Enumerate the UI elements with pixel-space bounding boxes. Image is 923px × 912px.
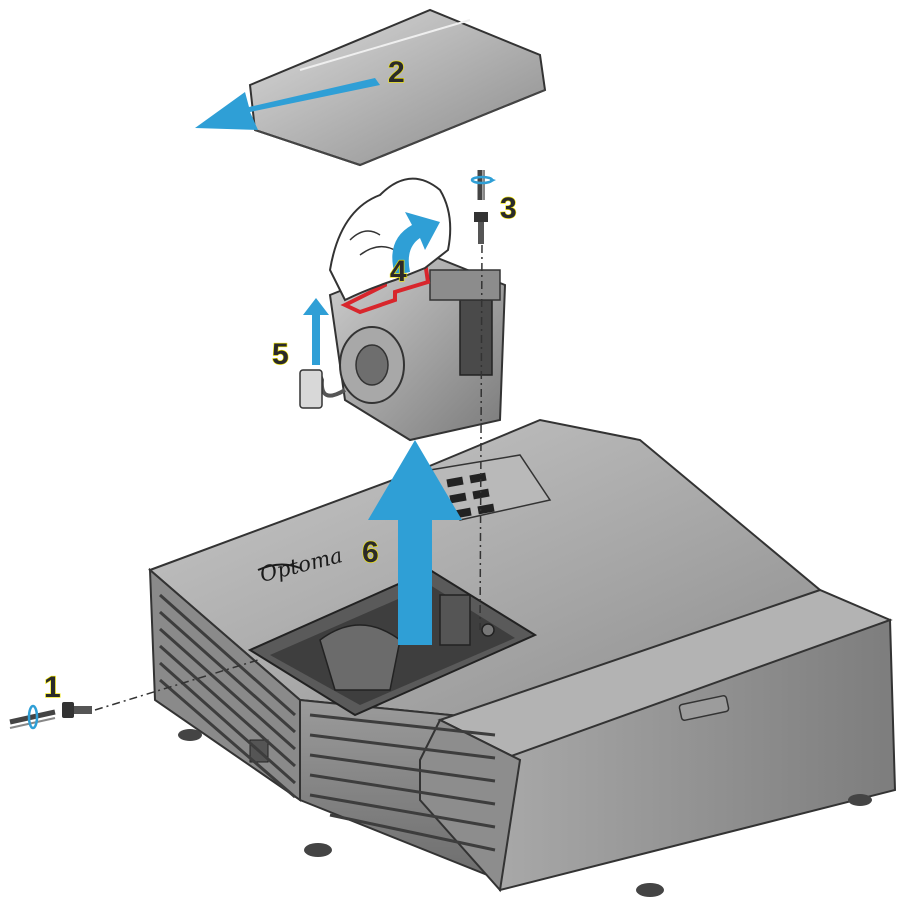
slide-arrow-icon [195, 78, 380, 130]
brand-swoosh [257, 563, 301, 571]
lift-module-arrow-icon [368, 440, 462, 645]
step-5-label: 5 [272, 338, 289, 371]
step-4-label: 4 [390, 255, 407, 288]
step-6-label: 6 [362, 536, 379, 569]
step-2-label: 2 [388, 56, 405, 89]
disconnect-arrow-icon [303, 298, 329, 365]
lamp-compartment [247, 568, 538, 717]
lamp-connector [299, 369, 323, 409]
step-1-label: 1 [44, 671, 61, 704]
cover-screw [62, 702, 92, 718]
lamp-module [299, 253, 507, 442]
step-3-label: 3 [500, 192, 517, 225]
screwdriver-top [470, 170, 496, 200]
lamp-cover [248, 8, 547, 167]
lamp-screw [474, 212, 488, 244]
control-keypad [428, 454, 552, 521]
screw-alignment-line-3 [479, 244, 483, 631]
screwdriver-left [9, 704, 56, 730]
side-vents [159, 593, 496, 852]
lift-handle-arrow-icon [392, 212, 440, 275]
screw-alignment-line-1 [94, 659, 259, 711]
hand-illustration [328, 177, 452, 302]
